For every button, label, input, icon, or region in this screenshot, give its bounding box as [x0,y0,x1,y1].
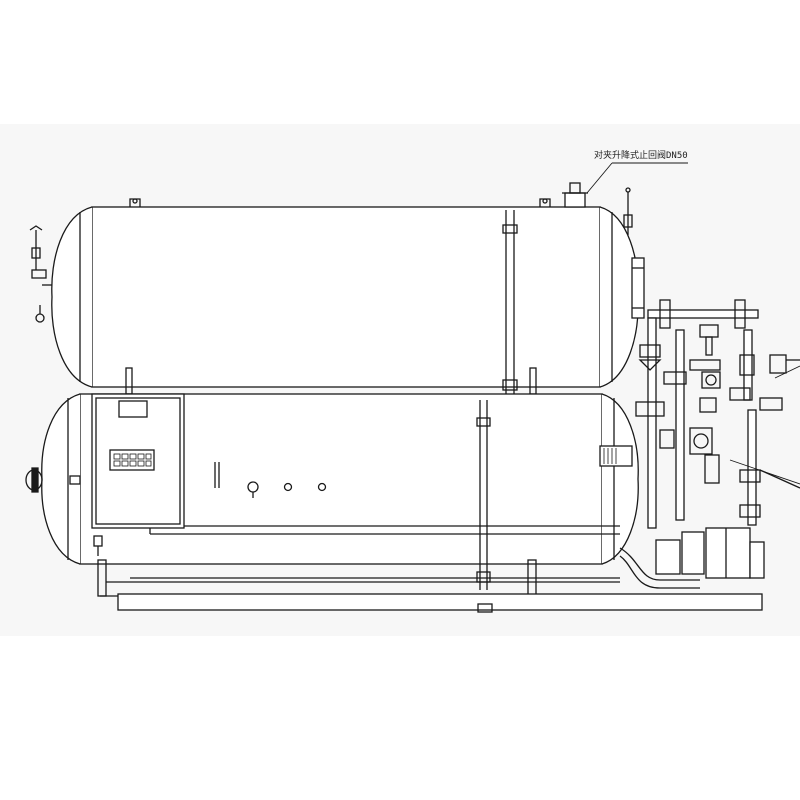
upper-tank [29,182,645,395]
base-frame [100,577,763,613]
callout-leaders [586,162,800,485]
piping-assembly [599,299,800,589]
panel-keypad [113,453,152,467]
control-panel [91,393,185,529]
check-valve-callout-label: 对夹升降式止回阀DN50 [594,149,688,161]
